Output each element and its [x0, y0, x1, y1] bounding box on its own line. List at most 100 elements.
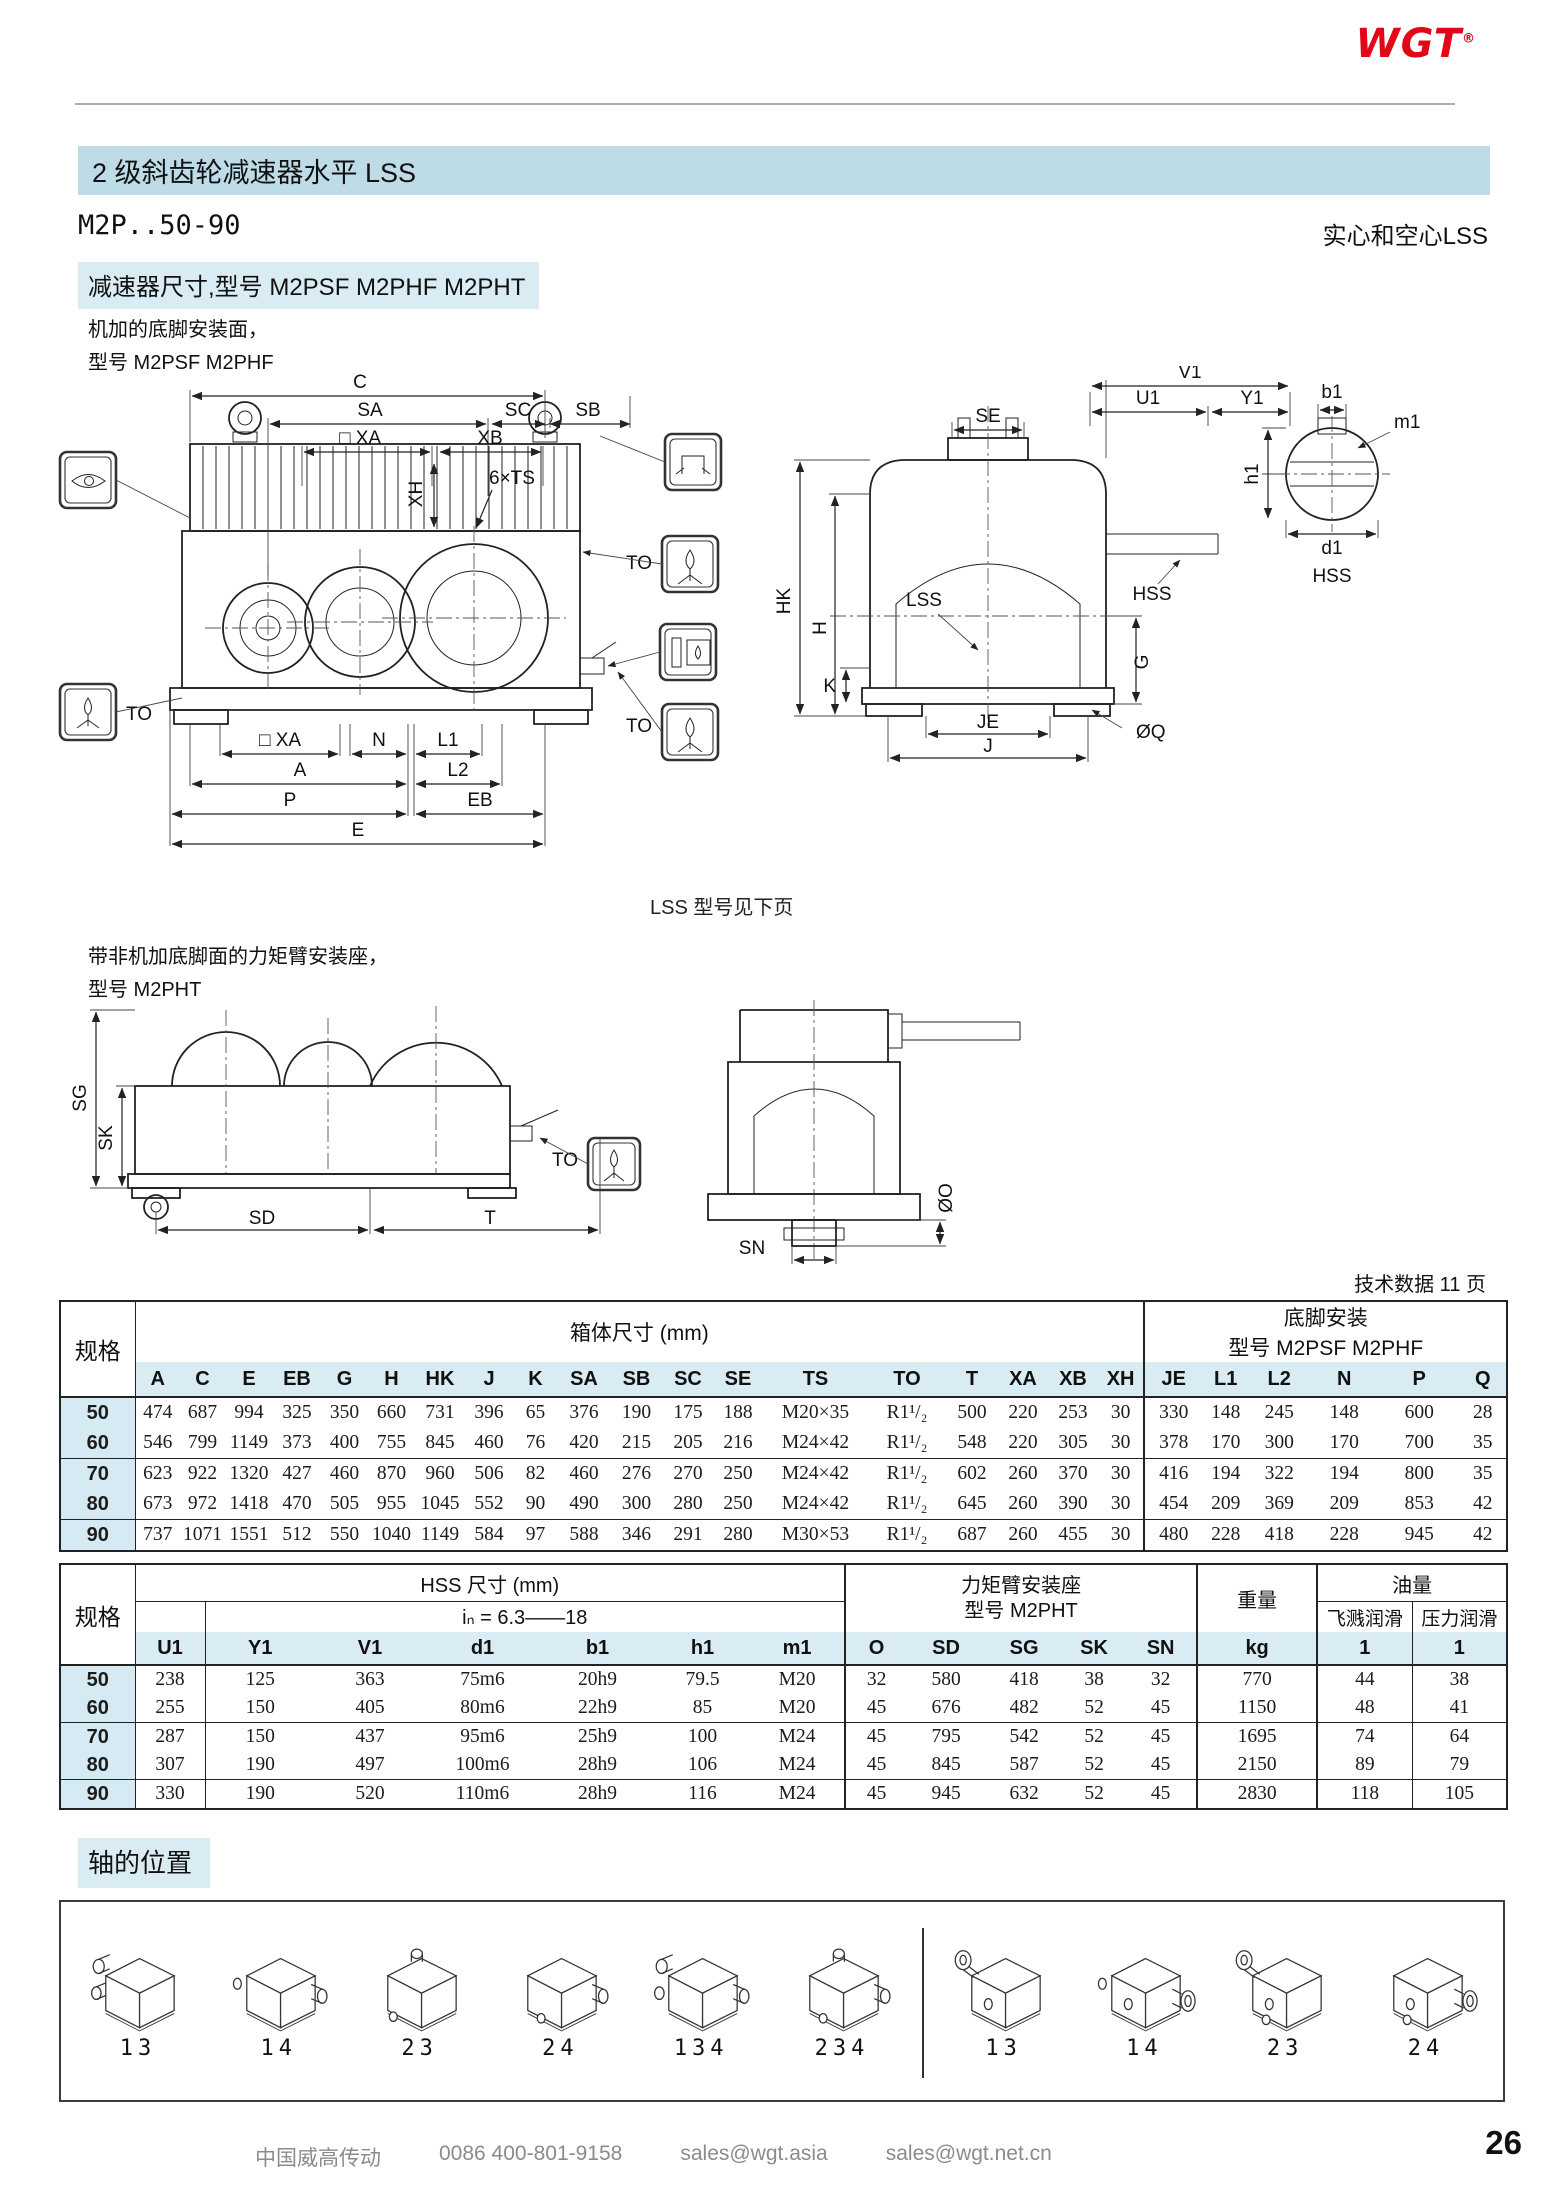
wgt-logo: WGT®: [1355, 21, 1476, 67]
rear-view: ØO SN: [707, 1000, 1021, 1265]
blank-cell: [135, 1601, 206, 1632]
svg-text:Y1: Y1: [1240, 388, 1263, 409]
value-cell: 32: [1125, 1665, 1199, 1694]
spec-header: 规格: [60, 1564, 136, 1666]
shaft-position-label: 13: [119, 2035, 157, 2061]
shaft-position-item: 24: [1365, 1946, 1487, 2061]
value-cell: 800: [1404, 1463, 1434, 1484]
section-title-bar: 2 级斜齿轮减速器水平 LSS: [78, 146, 1490, 195]
value-cell: 587: [985, 1751, 1064, 1780]
footer-phone: 0086 400-801-9158: [439, 2142, 623, 2165]
value-cell: 370: [1058, 1463, 1088, 1484]
value-cell: 369: [1249, 1489, 1310, 1520]
column-header: SB: [610, 1362, 663, 1398]
breather-icon-right: TO: [582, 534, 720, 594]
value-cell: 76: [513, 1428, 558, 1459]
value-cell: 602: [957, 1463, 987, 1484]
value-cell: 28h9: [540, 1751, 655, 1780]
value-cell: 460: [465, 1428, 513, 1459]
svg-text:LSS: LSS: [906, 590, 942, 611]
value-cell: 90: [513, 1489, 558, 1520]
value-cell: 255: [135, 1694, 206, 1723]
oil-pressure-header: 压力润滑: [1421, 1608, 1498, 1630]
value-cell: 45: [1125, 1779, 1199, 1809]
column-header: L1: [1202, 1362, 1250, 1398]
svg-text:JE: JE: [977, 712, 999, 733]
spec-cell: 70: [60, 1722, 136, 1751]
svg-text:SA: SA: [357, 400, 383, 421]
shaft-position-diagram: [1235, 1949, 1323, 2031]
svg-text:G: G: [1132, 655, 1153, 670]
value-cell: 922: [187, 1463, 218, 1484]
value-cell: M30×53: [781, 1524, 850, 1545]
value-cell: 420: [558, 1428, 610, 1459]
column-header: kg: [1197, 1632, 1319, 1666]
column-header: N: [1309, 1362, 1380, 1398]
value-cell: 500: [957, 1402, 987, 1423]
shaft-position-diagram: [654, 1953, 750, 2031]
shaft-position-item: 23: [359, 1946, 481, 2061]
value-cell: 955: [368, 1489, 415, 1520]
svg-text:SC: SC: [505, 400, 531, 421]
value-cell: 2830: [1197, 1779, 1319, 1809]
shaft-position-label: 234: [814, 2035, 870, 2061]
value-cell: 30: [1098, 1397, 1146, 1428]
value-cell: M20: [750, 1665, 847, 1694]
svg-text:T: T: [484, 1208, 496, 1229]
value-cell: 209: [1202, 1489, 1250, 1520]
value-cell: 546: [135, 1428, 180, 1459]
shaft-position-item: 13: [943, 1946, 1065, 2061]
svg-text:TO: TO: [126, 704, 152, 725]
column-header: T: [946, 1362, 998, 1398]
value-cell: 870: [376, 1463, 407, 1484]
svg-text:6×TS: 6×TS: [489, 468, 535, 489]
value-cell: 125: [245, 1669, 275, 1690]
table-group-header-row: 规格 箱体尺寸 (mm) 底脚安装 型号 M2PSF M2PHF: [60, 1301, 1507, 1398]
value-cell: 260: [1008, 1463, 1038, 1484]
value-cell: 1040: [372, 1524, 411, 1545]
value-cell: 245: [1264, 1402, 1294, 1423]
svg-text:SN: SN: [739, 1238, 765, 1259]
value-cell: 79: [1412, 1751, 1508, 1780]
gearbox-dimension-drawing: C SA SC SB □ XA XB XH 6×TS □ XA N L1 A L…: [58, 366, 1420, 849]
value-cell: 416: [1159, 1463, 1189, 1484]
value-cell: 220: [1008, 1402, 1038, 1423]
svg-text:SG: SG: [70, 1084, 91, 1111]
value-cell: 190: [621, 1402, 652, 1423]
value-cell: 82: [525, 1463, 546, 1484]
oil-level-icon: [607, 622, 718, 682]
value-cell: 325: [282, 1402, 312, 1423]
value-cell: 97: [525, 1524, 546, 1545]
value-cell: R1¹/₂: [868, 1428, 946, 1459]
svg-text:V1: V1: [1178, 366, 1201, 383]
column-header: E: [225, 1362, 273, 1398]
spec-cell: 90: [60, 1519, 136, 1551]
value-cell: 22h9: [540, 1694, 655, 1723]
value-cell: 45: [866, 1783, 887, 1804]
value-cell: 79.5: [685, 1669, 720, 1690]
svg-text:H: H: [810, 621, 831, 635]
value-cell: 38: [1449, 1669, 1470, 1690]
value-cell: M20×35: [781, 1402, 850, 1423]
value-cell: 250: [723, 1463, 753, 1484]
value-cell: 405: [315, 1694, 425, 1723]
value-cell: 64: [1449, 1726, 1470, 1747]
value-cell: 795: [931, 1726, 961, 1747]
symbol-icons: TO TO TO: [58, 432, 723, 762]
page-title: 2 级斜齿轮减速器水平 LSS: [92, 158, 417, 188]
value-cell: 32: [866, 1669, 887, 1690]
value-cell: 276: [621, 1463, 652, 1484]
svg-text:m1: m1: [1394, 412, 1420, 433]
shaft-position-label: 23: [401, 2035, 438, 2061]
value-cell: 490: [558, 1489, 610, 1520]
value-cell: 42: [1459, 1489, 1508, 1520]
column-header: h1: [655, 1632, 750, 1666]
value-cell: 150: [205, 1694, 315, 1723]
shaft-position-diagram: [808, 1948, 891, 2031]
drain-icon: TO: [539, 1136, 642, 1192]
